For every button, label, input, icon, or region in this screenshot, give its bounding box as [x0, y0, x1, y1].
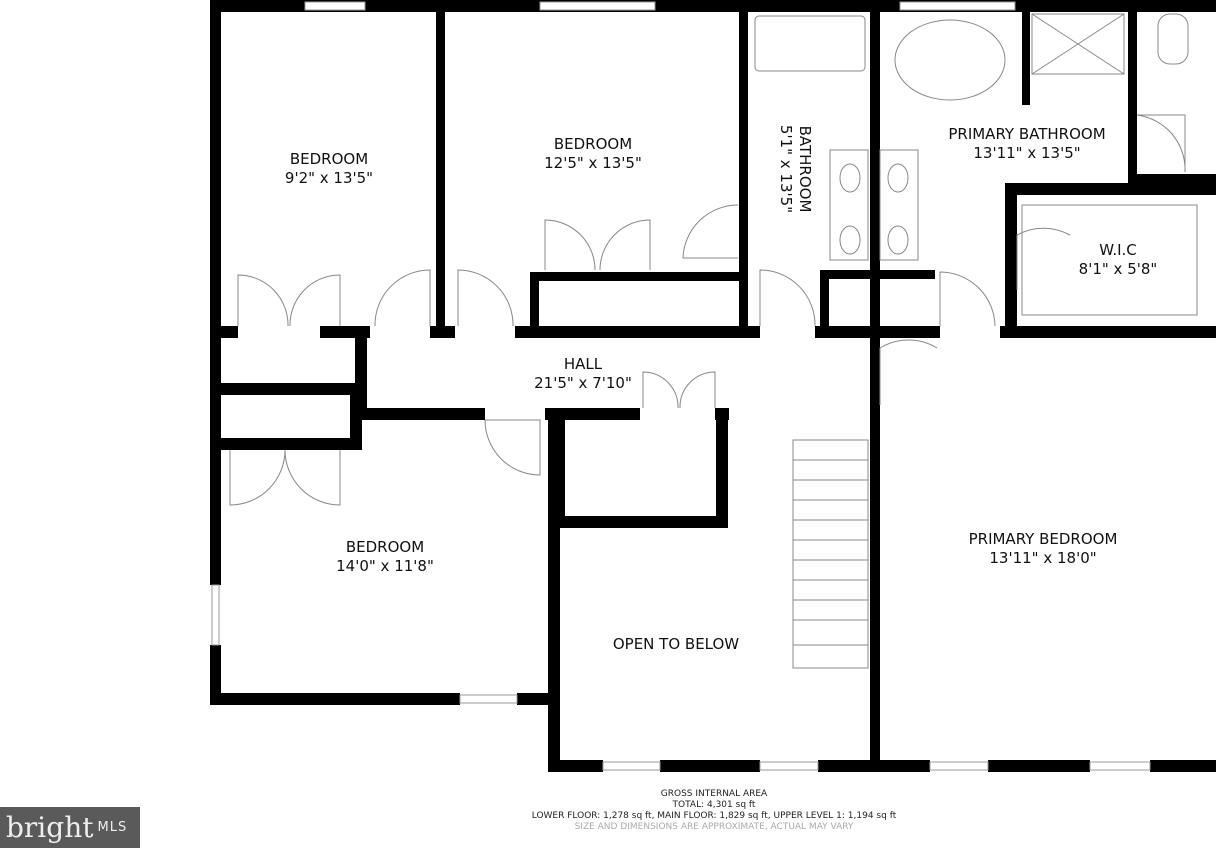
room-name: BEDROOM [553, 135, 633, 153]
room-name: BEDROOM [289, 150, 369, 168]
walls [210, 0, 1216, 772]
room-dims: 13'11" x 13'5" [973, 144, 1081, 162]
area-title: GROSS INTERNAL AREA [660, 789, 768, 799]
room-name: W.I.C [1099, 241, 1137, 259]
room-dims: 12'5" x 13'5" [544, 154, 642, 172]
bright-mls-logo: bright MLS [0, 807, 140, 848]
room-name: HALL [563, 355, 603, 373]
room-open-to-below: OPEN TO BELOW [613, 635, 739, 654]
room-dims: 8'1" x 5'8" [1078, 260, 1158, 278]
room-name: PRIMARY BATHROOM [948, 125, 1106, 143]
room-dims: 5'1" x 13'5" [777, 124, 795, 214]
stairs [792, 439, 869, 669]
area-breakdown: LOWER FLOOR: 1,278 sq ft, MAIN FLOOR: 1,… [531, 811, 897, 821]
room-dims: 13'11" x 18'0" [989, 549, 1097, 567]
room-name: PRIMARY BEDROOM [968, 530, 1118, 548]
windows [211, 1, 1151, 771]
area-disclaimer: SIZE AND DIMENSIONS ARE APPROXIMATE, ACT… [574, 822, 854, 832]
fixtures [229, 13, 1198, 669]
doors [229, 114, 1186, 506]
room-name: BATHROOM [796, 125, 814, 213]
room-dims: 9'2" x 13'5" [284, 169, 374, 187]
room-dims: 14'0" x 11'8" [336, 557, 434, 575]
room-name: OPEN TO BELOW [612, 635, 740, 653]
logo-brand: bright [6, 811, 94, 844]
room-dims: 21'5" x 7'10" [534, 374, 632, 392]
logo-suffix: MLS [97, 820, 128, 835]
area-summary: GROSS INTERNAL AREA TOTAL: 4,301 sq ft L… [532, 789, 896, 833]
room-name: BEDROOM [345, 538, 425, 556]
area-total: TOTAL: 4,301 sq ft [672, 800, 756, 810]
